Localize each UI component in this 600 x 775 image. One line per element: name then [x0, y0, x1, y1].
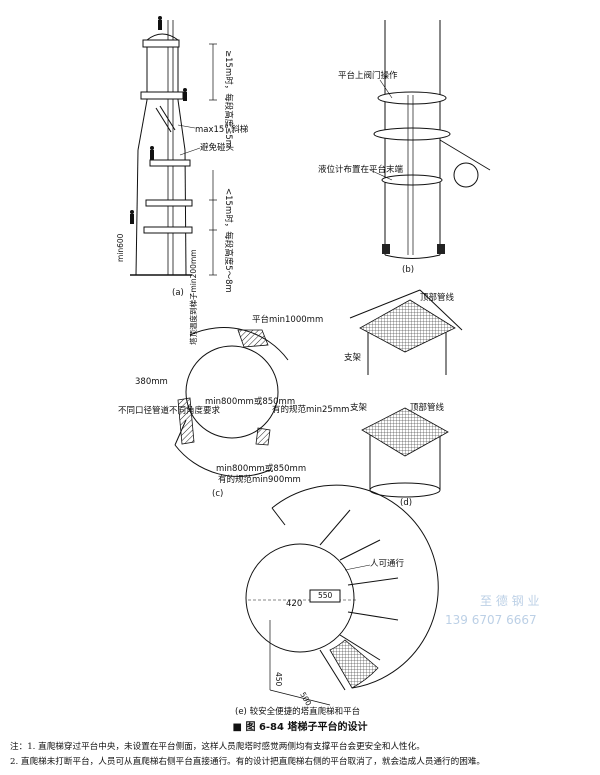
- panel-d-platform-bottom: [361, 407, 449, 457]
- panel-b-label: (b): [402, 265, 414, 275]
- top-pipe-label-1: 顶部管线: [420, 292, 455, 303]
- spec-900-label: 有的规范min900mm: [218, 474, 301, 485]
- watermark-company: 至 德 钢 业: [480, 593, 539, 608]
- level-gauge-label: 液位计布置在平台末端: [318, 164, 404, 175]
- avoid-bump-label: 避免碰头: [200, 142, 235, 153]
- passage-label: 人可通行: [370, 558, 405, 569]
- dim-lower-label: <15m时，每段高度5～8m: [223, 188, 234, 293]
- watermark-phone: 139 6707 6667: [445, 613, 537, 627]
- note-1: 注：1. 直爬梯穿过平台中央，未设置在平台侧面，这样人员爬塔时感觉两侧均有支撑平…: [10, 742, 425, 752]
- panel-c-platform-hatch: [237, 329, 269, 348]
- platform-min-label: 平台min1000mm: [252, 314, 323, 325]
- panel-d-bottom: [369, 430, 441, 498]
- spec-25-label: 有的规范min25mm: [272, 404, 349, 415]
- dim-500-label: 500: [298, 691, 313, 708]
- panel-e-grating: [329, 639, 379, 689]
- panel-d-label: (d): [400, 498, 412, 508]
- panel-b-foot-right: [437, 244, 445, 254]
- support-label-2: 支架: [350, 402, 368, 413]
- panel-d-platform-top: [359, 299, 456, 353]
- slant-ladder-label: max15° 斜梯: [195, 124, 249, 135]
- panel-c-side-hatch: [255, 427, 271, 446]
- support-label-1: 支架: [344, 352, 362, 363]
- min600-label: min600: [116, 233, 125, 262]
- note-2: 2. 直爬梯未打断平台，人员可从直爬梯右侧平台直接通行。有的设计把直爬梯右侧的平…: [10, 757, 485, 767]
- dim-800b-label: min800mm或850mm: [216, 463, 306, 474]
- dim-450-label: 450: [274, 672, 283, 687]
- hole-distance-label: 塔顶温度到梯子min200mm: [188, 249, 198, 345]
- dim-800-label: min800mm或850mm: [205, 396, 295, 407]
- figure-caption: ■ 图 6-84 塔梯子平台的设计: [232, 722, 368, 733]
- top-pipe-label-2: 顶部管线: [410, 402, 445, 413]
- valve-operation-label: 平台上阀门操作: [338, 70, 398, 81]
- panel-b-column: [369, 20, 491, 259]
- panel-b-foot-left: [382, 244, 390, 254]
- pipes-angle-label: 不同口径管道不同角度要求: [118, 405, 221, 416]
- dim-upper-label: ≥15m时，每段高度≤5m: [223, 50, 234, 148]
- dim-550-label: 550: [318, 591, 333, 600]
- panel-a-people: [130, 16, 187, 224]
- panel-a-label: (a): [172, 288, 184, 298]
- panel-c-pipe-hatch: [177, 397, 195, 445]
- panel-e-label: (e) 较安全便捷的塔直爬梯和平台: [235, 706, 360, 717]
- dim-420-label: 420: [286, 599, 302, 609]
- dim-380-label: 380mm: [135, 377, 168, 387]
- panel-e-plan: [245, 484, 439, 706]
- panel-c-label: (c): [212, 489, 223, 499]
